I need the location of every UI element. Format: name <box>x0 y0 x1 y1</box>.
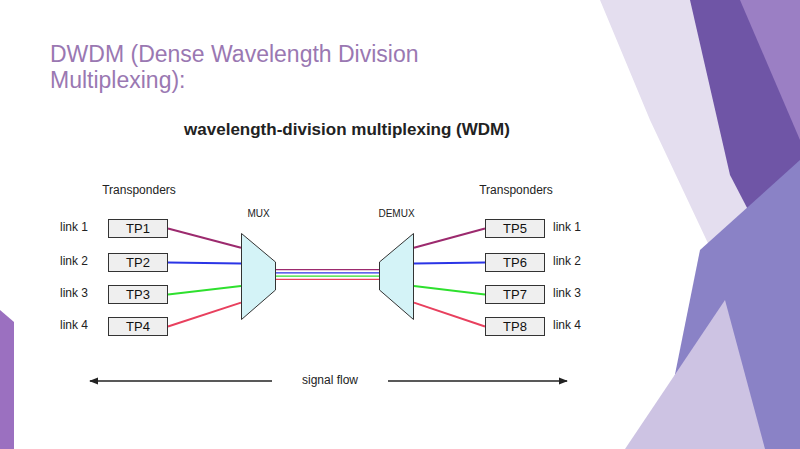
link-label: link 3 <box>553 286 581 300</box>
background-band <box>740 0 800 140</box>
device-name: DEMUX <box>378 208 414 219</box>
background-band <box>600 0 800 449</box>
transponder-box: TP3 <box>108 285 168 304</box>
link-label: link 2 <box>60 254 88 268</box>
background-band <box>0 310 14 449</box>
column-label: Transponders <box>102 183 176 197</box>
transponder-name: TP8 <box>503 319 527 334</box>
wavelength-line <box>276 269 379 270</box>
transponder-name: TP6 <box>503 255 527 270</box>
trapezoid-shape <box>379 233 414 320</box>
transponder-box: TP1 <box>108 219 168 238</box>
signal-flow-arrow <box>388 380 567 381</box>
wavelength-line <box>414 229 485 248</box>
channel-line <box>168 229 241 248</box>
wavelength-line <box>168 303 241 327</box>
wavelength-line <box>414 286 485 294</box>
channel-line <box>414 229 485 248</box>
wavelength-line <box>168 286 241 294</box>
transponder-name: TP7 <box>503 287 527 302</box>
transponder-name: TP1 <box>126 221 150 236</box>
channel-line <box>414 303 485 327</box>
trapezoid-shape <box>241 233 276 320</box>
channel-line <box>168 303 241 327</box>
transponder-name: TP3 <box>126 287 150 302</box>
background-band <box>625 300 765 449</box>
channel-line <box>414 286 485 294</box>
wavelength-line <box>276 279 379 280</box>
channel-line <box>168 262 241 264</box>
link-label: link 4 <box>60 318 88 332</box>
link-label: link 1 <box>60 220 88 234</box>
fiber-link <box>276 270 379 280</box>
transponder-box: TP5 <box>485 219 545 238</box>
multiplexer: MUX <box>241 233 276 320</box>
link-label: link 4 <box>553 318 581 332</box>
transponder-name: TP5 <box>503 221 527 236</box>
link-label: link 2 <box>553 254 581 268</box>
wavelength-line <box>276 272 379 273</box>
wavelength-line <box>414 262 485 265</box>
transponder-box: TP7 <box>485 285 545 304</box>
column-label: Transponders <box>479 183 553 197</box>
slide-title: DWDM (Dense Wavelength Division Multiple… <box>50 42 480 94</box>
device-name: MUX <box>247 208 269 219</box>
link-label: link 1 <box>553 220 581 234</box>
transponder-box: TP8 <box>485 317 545 336</box>
transponder-box: TP2 <box>108 253 168 272</box>
wavelength-line <box>276 275 379 276</box>
transponder-box: TP6 <box>485 253 545 272</box>
diagram-heading: wavelength-division multiplexing (WDM) <box>184 120 510 140</box>
wavelength-line <box>168 262 241 265</box>
transponder-box: TP4 <box>108 317 168 336</box>
channel-line <box>168 286 241 294</box>
demultiplexer: DEMUX <box>379 233 414 320</box>
wavelength-line <box>414 303 485 327</box>
transponder-name: TP4 <box>126 319 150 334</box>
signal-flow-arrow <box>90 380 272 381</box>
link-label: link 3 <box>60 286 88 300</box>
channel-line <box>414 262 485 264</box>
transponder-name: TP2 <box>126 255 150 270</box>
wavelength-line <box>168 229 241 248</box>
flow-label: signal flow <box>302 373 358 387</box>
